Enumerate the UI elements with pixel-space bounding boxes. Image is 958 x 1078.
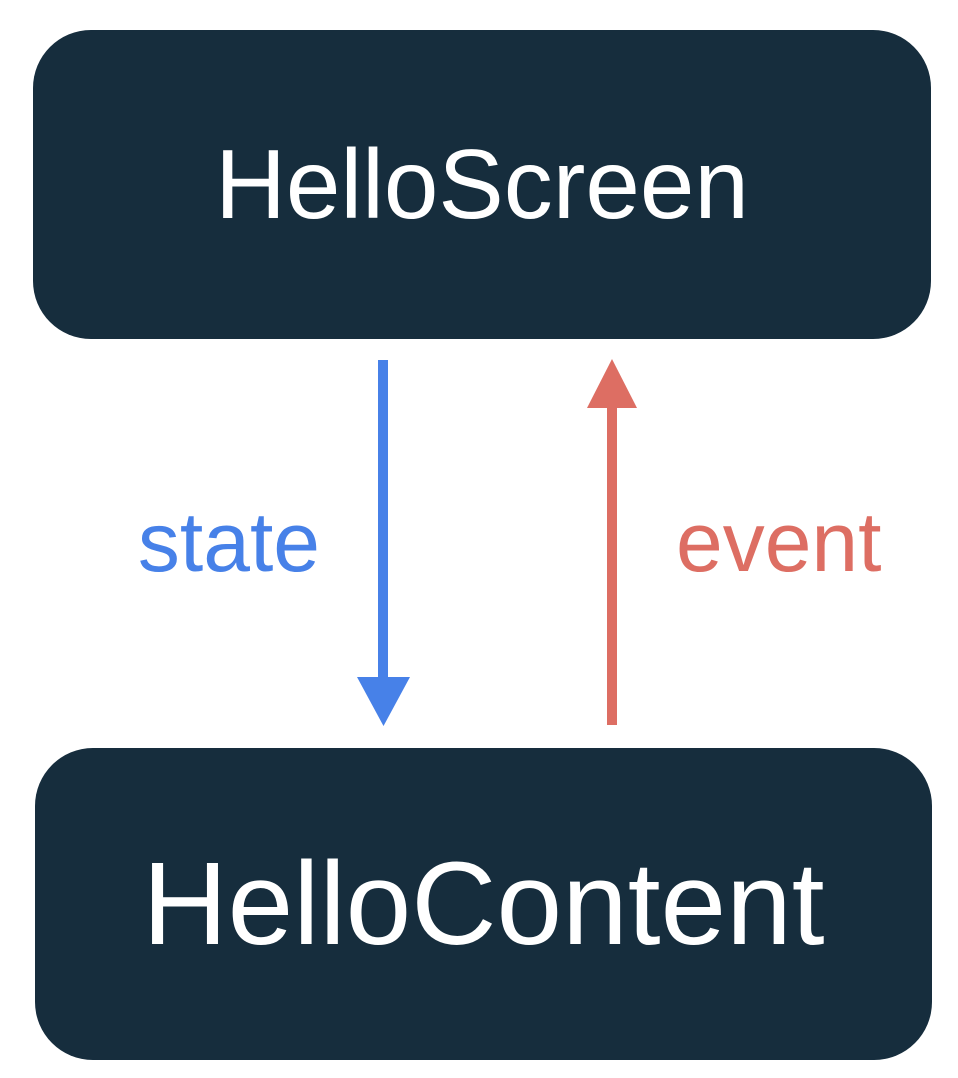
hello-screen-label: HelloScreen (215, 129, 749, 239)
event-arrow-shaft (607, 404, 617, 725)
state-arrow-shaft (378, 360, 388, 682)
event-arrow-up-icon (587, 359, 637, 725)
hello-screen-box: HelloScreen (33, 30, 931, 339)
event-flow-label: event (676, 495, 882, 589)
event-arrowhead (587, 359, 637, 408)
state-arrow-down-icon (357, 360, 410, 726)
state-flow-label: state (137, 495, 320, 589)
hello-content-label: HelloContent (142, 838, 825, 970)
hello-content-box: HelloContent (35, 748, 932, 1060)
state-arrowhead (357, 677, 410, 726)
